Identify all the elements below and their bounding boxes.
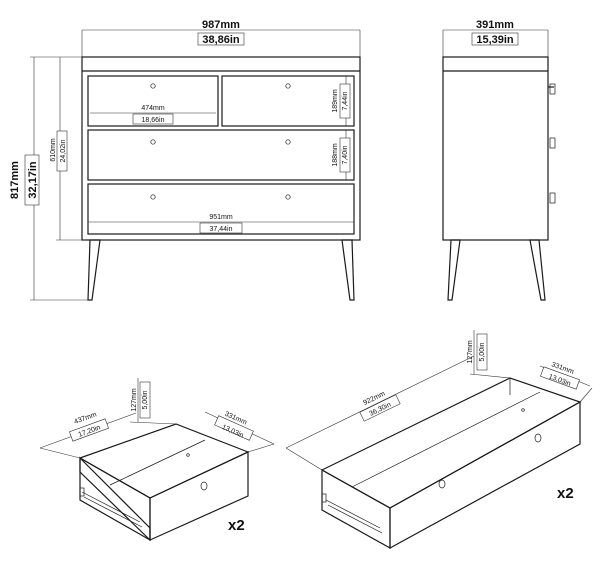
large-h-mm: 127mm [467, 340, 474, 364]
top-height-in: 7,44in [342, 91, 349, 110]
cabinet-body [81, 56, 361, 241]
drawer-top-right [221, 75, 355, 127]
side-depth-in: 15,39in [476, 34, 514, 46]
small-drawer-side [79, 456, 151, 542]
large-drawer: 127mm 5,00in 922mm 36,30in 331mm 13,03in… [285, 330, 593, 550]
leg-left [87, 239, 101, 301]
side-knob [549, 83, 556, 95]
leg-right [341, 239, 355, 301]
front-width-in: 38,86in [202, 34, 240, 46]
front-width-mm: 987mm [202, 19, 240, 31]
knob [150, 194, 156, 200]
side-view: 391mm 15,39in [442, 19, 556, 301]
inner-width-in: 37,44in [210, 226, 233, 233]
small-width-in: 18,66in [142, 117, 165, 124]
side-knob [549, 192, 556, 204]
mid-height-in: 7,40in [342, 145, 349, 164]
small-drawer-knob [200, 481, 208, 491]
body-height-in: 24,02in [60, 139, 67, 162]
large-drawer-knob [438, 479, 446, 489]
small-drawer: 127mm 5,00in 437mm 17,20in 331mm 13,03in… [39, 378, 275, 542]
body-height-mm: 610mm [50, 138, 57, 162]
front-view: 987mm 38,86in 474mm 18,66in 951mm 37,44i… [9, 19, 361, 301]
drawer-bottom [87, 183, 355, 235]
small-width-mm: 474mm [141, 105, 165, 112]
top-height-mm: 189mm [332, 89, 339, 113]
large-drawer-side [321, 468, 391, 550]
knob [150, 83, 156, 89]
knob [285, 139, 291, 145]
drawer-top-left [87, 75, 219, 127]
mid-height-mm: 188mm [332, 143, 339, 167]
side-depth-mm: 391mm [476, 19, 514, 31]
drawer-middle [87, 129, 355, 181]
large-drawer-front [389, 400, 581, 550]
total-height-in: 32,17in [27, 161, 39, 199]
inner-width-mm: 951mm [209, 214, 233, 221]
small-h-mm: 127mm [131, 388, 138, 412]
knob [285, 194, 291, 200]
knob [150, 139, 156, 145]
total-height-mm: 817mm [9, 161, 21, 199]
knob [285, 83, 291, 89]
side-leg-front [447, 239, 461, 301]
side-leg-back [529, 239, 546, 301]
side-knob [549, 137, 556, 149]
small-drawer-qty: x2 [228, 517, 245, 534]
large-drawer-qty: x2 [557, 485, 574, 502]
small-drawer-front-top [79, 456, 151, 542]
small-h-in: 5,00in [142, 390, 149, 409]
side-body [442, 56, 549, 241]
large-h-in: 5,00in [479, 342, 486, 361]
